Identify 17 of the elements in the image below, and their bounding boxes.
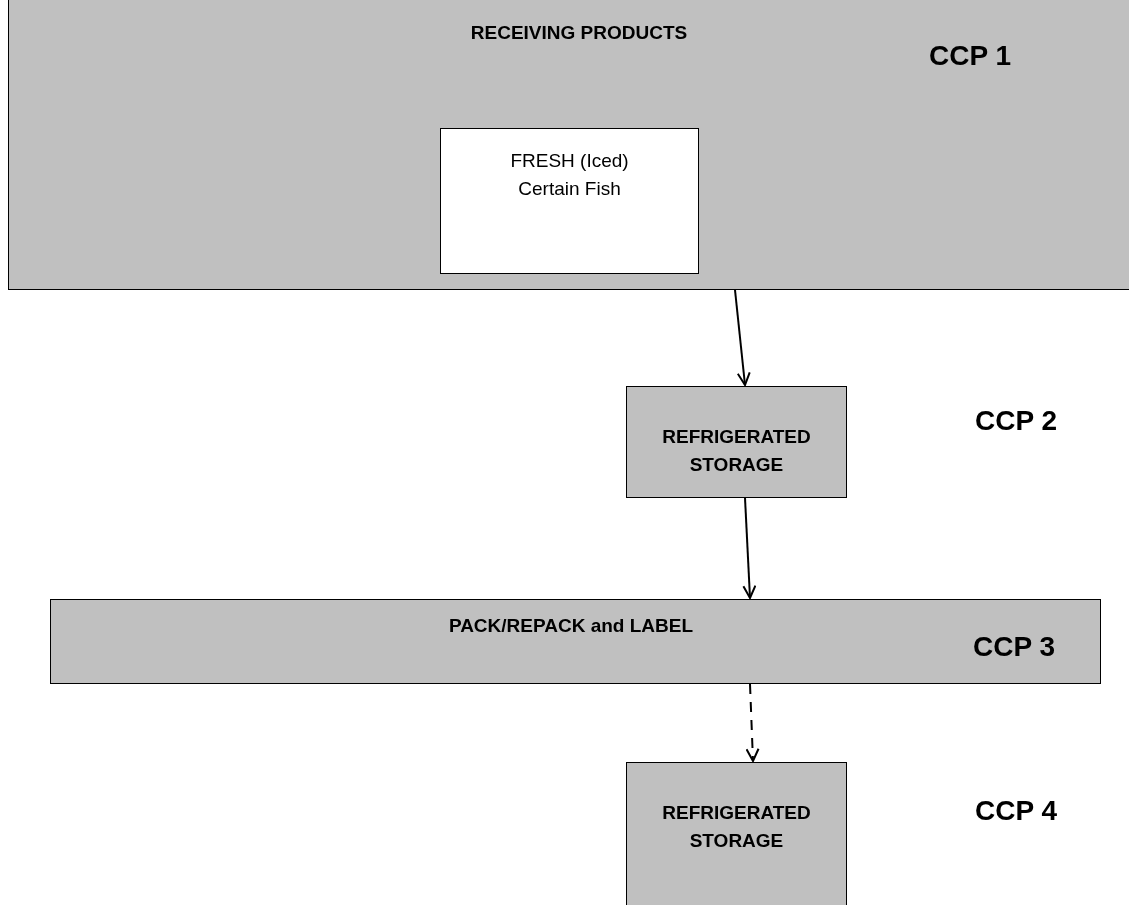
- process-box: [50, 599, 1101, 684]
- step-title: REFRIGERATED STORAGE: [661, 425, 812, 477]
- step-title: REFRIGERATED STORAGE: [661, 801, 812, 853]
- process-box: [626, 762, 847, 905]
- arrow: [734, 289, 751, 386]
- ccp-label: CCP 4: [975, 794, 1057, 828]
- step-title: RECEIVING PRODUCTS: [469, 21, 689, 45]
- ccp-label: CCP 3: [973, 630, 1055, 664]
- process-box: [626, 386, 847, 498]
- ccp-label: CCP 1: [929, 39, 1011, 73]
- ccp-label: CCP 2: [975, 404, 1057, 438]
- process-box: [8, 0, 1129, 290]
- step-title: PACK/REPACK and LABEL: [447, 614, 695, 638]
- product-text: FRESH (Iced) Certain Fish: [509, 149, 630, 201]
- arrow: [742, 497, 757, 599]
- arrow: [745, 683, 760, 762]
- product-box: [440, 128, 699, 274]
